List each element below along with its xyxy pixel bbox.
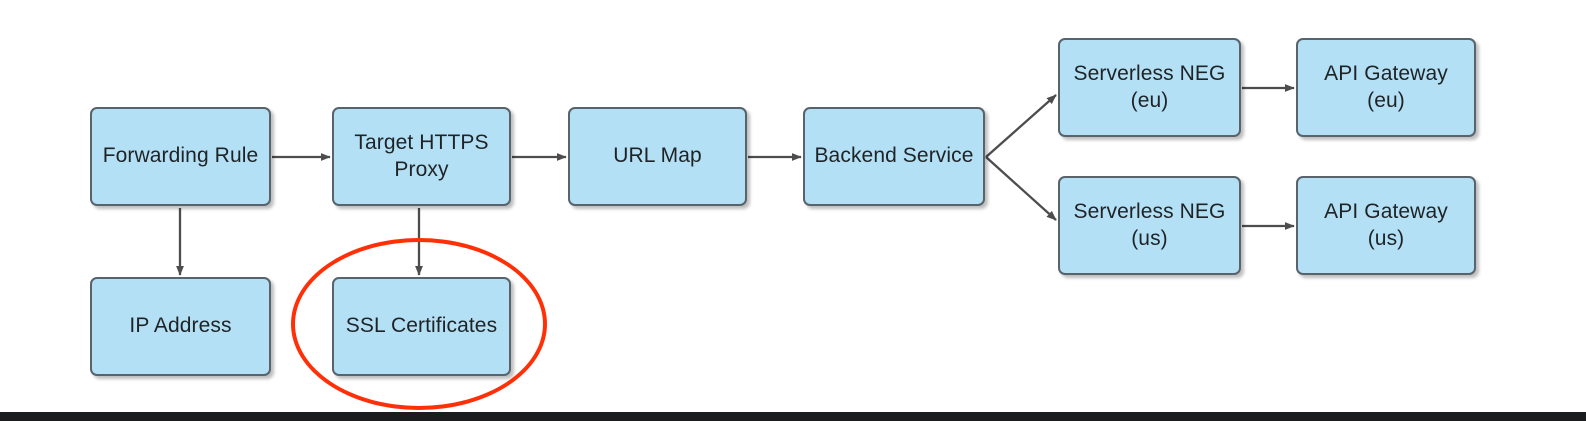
- node-api-gateway-us[interactable]: API Gateway (us): [1296, 176, 1476, 275]
- node-label: IP Address: [129, 314, 232, 338]
- bottom-frame-bar: [0, 412, 1586, 421]
- node-backend-service[interactable]: Backend Service: [803, 107, 985, 206]
- node-label: API Gateway (us): [1324, 199, 1448, 250]
- node-label: Forwarding Rule: [102, 144, 259, 168]
- node-label: Serverless NEG (eu): [1073, 61, 1226, 112]
- node-forwarding-rule[interactable]: Forwarding Rule: [90, 107, 271, 206]
- node-label: SSL Certificates: [345, 314, 498, 338]
- node-api-gateway-eu[interactable]: API Gateway (eu): [1296, 38, 1476, 137]
- node-serverless-neg-eu[interactable]: Serverless NEG (eu): [1058, 38, 1241, 137]
- node-label: Serverless NEG (us): [1073, 199, 1226, 250]
- node-serverless-neg-us[interactable]: Serverless NEG (us): [1058, 176, 1241, 275]
- node-label: URL Map: [613, 144, 702, 168]
- node-label: Target HTTPS Proxy: [354, 130, 489, 181]
- node-ssl-certificates[interactable]: SSL Certificates: [332, 277, 511, 376]
- edge-backend-service-to-serverless-neg-us: [985, 156, 1057, 221]
- node-target-https-proxy[interactable]: Target HTTPS Proxy: [332, 107, 511, 206]
- edge-backend-service-to-serverless-neg-eu: [985, 94, 1057, 158]
- node-url-map[interactable]: URL Map: [568, 107, 747, 206]
- node-label: Backend Service: [814, 144, 974, 168]
- node-ip-address[interactable]: IP Address: [90, 277, 271, 376]
- node-label: API Gateway (eu): [1324, 61, 1448, 112]
